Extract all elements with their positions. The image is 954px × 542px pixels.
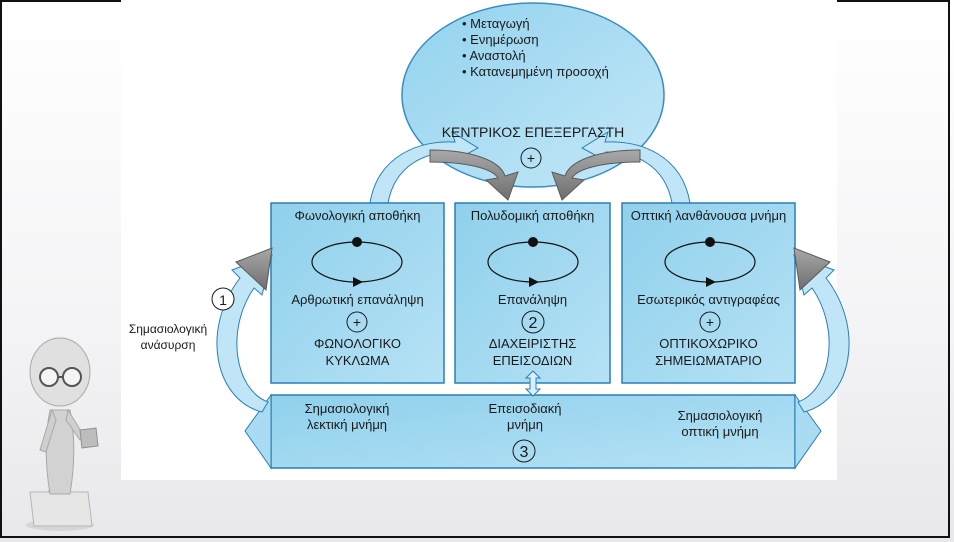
central-to-buffer-arrow-right bbox=[551, 149, 641, 201]
buffer-rehearsal-loop bbox=[487, 237, 579, 287]
visuospatial-title-line2: ΣΗΜΕΙΩΜΑΤΑΡΙΟ bbox=[655, 353, 762, 368]
phonological-loop-box bbox=[270, 202, 445, 384]
retrieval-arrow-left-head bbox=[235, 247, 273, 292]
visuospatial-rehearsal-loop bbox=[664, 237, 756, 287]
semantic-visual-memory-line1: Σημασιολογική bbox=[677, 408, 763, 423]
visuospatial-mid-label: Εσωτερικός αντιγραφέας bbox=[637, 292, 780, 307]
phonological-top-label: Φωνολογική αποθήκη bbox=[294, 208, 421, 223]
semantic-retrieval-line1: Σημασιολογική bbox=[128, 322, 208, 336]
semantic-verbal-memory-line2: λεκτική μνήμη bbox=[306, 417, 388, 432]
visuospatial-plus-symbol: + bbox=[706, 314, 714, 330]
buffer-top-label: Πολυδομική αποθήκη bbox=[470, 208, 595, 223]
central-to-buffer-arrow-left bbox=[429, 149, 519, 201]
episodic-memory-line1: Επεισοδιακή bbox=[488, 401, 562, 416]
central-item: Κατανεμημένη προσοχή bbox=[462, 64, 662, 80]
phonological-to-central-arrow bbox=[369, 130, 480, 204]
central-plus-circle bbox=[520, 147, 542, 169]
visuospatial-plus-circle bbox=[699, 311, 721, 333]
central-plus-symbol: + bbox=[527, 150, 535, 166]
buffer-title-line1: ΔΙΑΧΕΙΡΙΣΤΗΣ bbox=[488, 336, 577, 351]
phonological-plus-symbol: + bbox=[353, 314, 361, 330]
buffer-longterm-connector bbox=[524, 370, 542, 397]
phonological-mid-label: Αρθρωτική επανάληψη bbox=[291, 292, 424, 307]
visuospatial-title-line1: ΟΠΤΙΚΟΧΩΡΙΚΟ bbox=[659, 336, 758, 351]
phonological-title-line2: ΚΥΚΛΩΜΑ bbox=[325, 353, 390, 368]
central-executive-title: ΚΕΝΤΡΙΚΟΣ ΕΠΕΞΕΡΓΑΣΤΗ bbox=[441, 124, 625, 140]
long-term-number-circle bbox=[512, 439, 536, 463]
phonological-rehearsal-loop bbox=[311, 237, 403, 287]
central-executive-list: Μεταγωγή Ενημέρωση Αναστολή Κατανεμημένη… bbox=[462, 16, 662, 80]
semantic-visual-memory-line2: οπτική μνήμη bbox=[681, 424, 759, 439]
central-item: Μεταγωγή bbox=[462, 16, 662, 32]
long-term-number: 3 bbox=[520, 444, 529, 461]
episodic-memory-line2: μνήμη bbox=[507, 417, 543, 432]
visuospatial-to-central-arrow bbox=[580, 130, 691, 204]
retrieval-arrow-right bbox=[793, 254, 850, 413]
long-term-left-point bbox=[244, 393, 272, 470]
semantic-verbal-memory-line1: Σημασιολογική bbox=[304, 401, 390, 416]
thinking-figure-illustration bbox=[26, 337, 99, 531]
long-term-right-point bbox=[794, 393, 822, 470]
visuospatial-top-label: Οπτική λανθάνουσα μνήμη bbox=[630, 208, 787, 223]
buffer-title-line2: ΕΠΕΙΣΟΔΙΩΝ bbox=[492, 353, 573, 368]
buffer-number-circle bbox=[521, 310, 545, 334]
retrieval-arrow-right-head bbox=[793, 247, 831, 292]
retrieval-number-circle bbox=[211, 287, 235, 311]
retrieval-number: 1 bbox=[219, 292, 227, 308]
visuospatial-sketchpad-box bbox=[621, 202, 796, 384]
phonological-plus-circle bbox=[346, 311, 368, 333]
phonological-title-line1: ΦΩΝΟΛΟΓΙΚΟ bbox=[313, 336, 402, 351]
long-term-memory-box bbox=[270, 394, 796, 469]
buffer-number: 2 bbox=[529, 315, 538, 332]
buffer-mid-label: Επανάληψη bbox=[497, 292, 568, 307]
central-item: Ενημέρωση bbox=[462, 32, 662, 48]
semantic-retrieval-line2: ανάσυρση bbox=[140, 338, 196, 352]
central-item: Αναστολή bbox=[462, 48, 662, 64]
